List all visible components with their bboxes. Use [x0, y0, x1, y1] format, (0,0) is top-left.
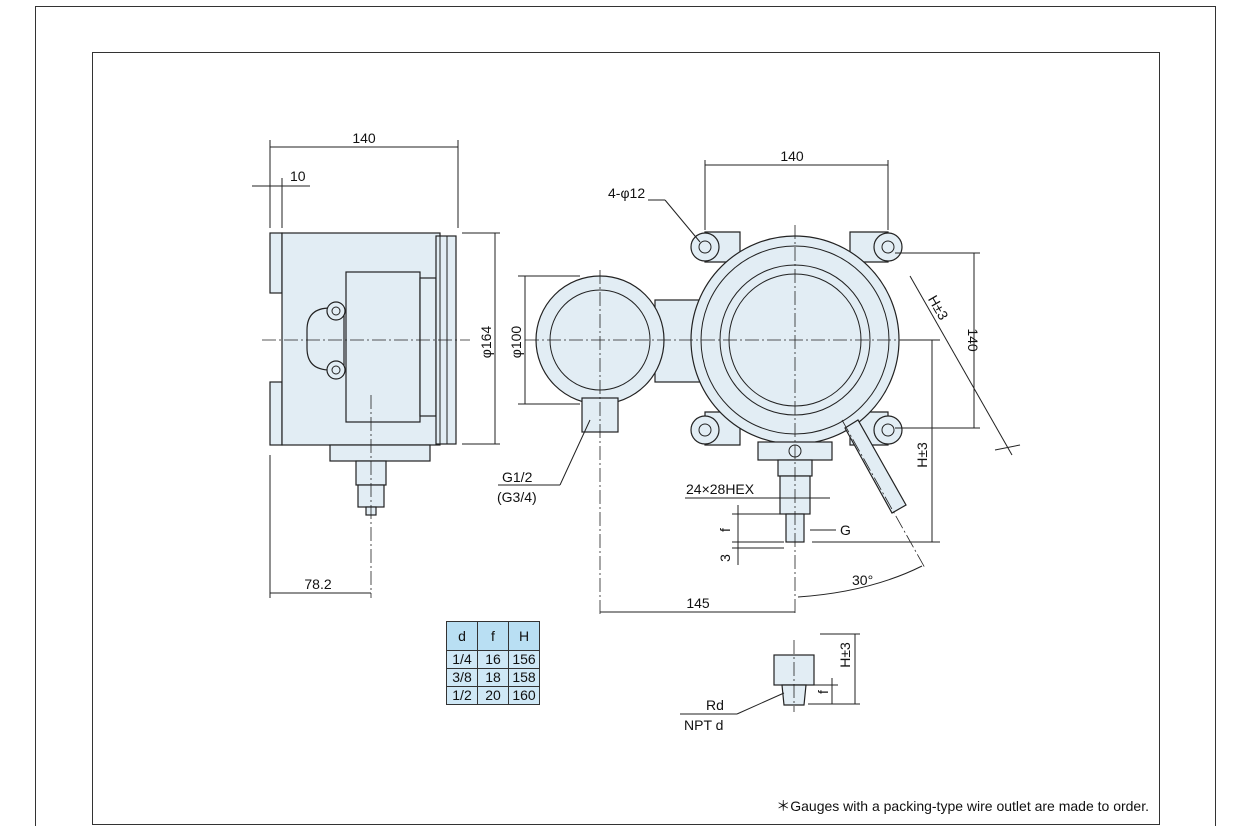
dim-conduit-thread-alt: (G3/4)	[497, 489, 537, 505]
dim-front-width: 140	[780, 148, 804, 164]
table-row: 1/2 20 160	[446, 686, 540, 705]
side-socket	[329, 444, 431, 462]
table-header-row: d f H	[446, 621, 540, 651]
dim-f: f	[717, 528, 733, 532]
table-row: 1/4 16 156	[446, 650, 540, 669]
table-cell: 18	[477, 668, 509, 687]
mount-hole-br	[873, 415, 903, 445]
dim-side-offset: 78.2	[304, 576, 331, 592]
table-cell: 1/2	[446, 686, 478, 705]
outer-frame	[35, 6, 1216, 826]
table-header-f: f	[477, 621, 509, 651]
side-view: 140 10 φ164 78.2	[252, 130, 500, 598]
front-view: 140 4-φ12 140 φ100 G1/2 (G3/4) 24×28HEX …	[497, 148, 1021, 614]
thread-detail: H±3 f Rd NPT d	[680, 633, 860, 733]
dim-side-width: 140	[352, 130, 376, 146]
footnote: ＊Gauges with a packing-type wire outlet …	[776, 798, 1149, 814]
side-flange-top	[269, 232, 283, 294]
table-cell: 156	[508, 650, 540, 669]
side-bolt-bottom	[326, 360, 346, 380]
dim-box-diameter: φ100	[508, 326, 524, 359]
dim-angle: 30°	[852, 572, 873, 588]
table-header-h: H	[508, 621, 540, 651]
dim-h-diagonal: H±3	[925, 292, 952, 322]
mount-hole-tl	[690, 232, 720, 262]
side-flange-bottom	[269, 381, 283, 446]
detail-dim-h: H±3	[837, 642, 853, 668]
mount-hole-bl	[690, 415, 720, 445]
mount-hole-tr	[873, 232, 903, 262]
table-cell: 158	[508, 668, 540, 687]
table-header-d: d	[446, 621, 478, 651]
drawing-frame	[92, 52, 1160, 825]
side-bolt-top	[326, 301, 346, 321]
table-row: 3/8 18 158	[446, 668, 540, 687]
table-cell: 1/4	[446, 650, 478, 669]
dim-front-height: 140	[965, 328, 981, 352]
dim-conduit-thread: G1/2	[502, 469, 533, 485]
dim-side-diameter: φ164	[478, 326, 494, 359]
dim-hex: 24×28HEX	[686, 481, 755, 497]
dim-mount-holes: 4-φ12	[608, 185, 645, 201]
detail-thread-r: Rd	[706, 697, 724, 713]
table-cell: 20	[477, 686, 509, 705]
side-box-cap	[419, 277, 437, 417]
dimension-table: d f H 1/4 16 156 3/8 18 158 1/2 20 160	[446, 621, 540, 705]
detail-dim-f: f	[815, 690, 831, 694]
dim-side-flange: 10	[290, 168, 306, 184]
dim-offset-145: 145	[686, 595, 710, 611]
dim-three: 3	[717, 554, 733, 562]
angle-arc	[797, 565, 923, 598]
side-terminal-box	[345, 271, 421, 423]
detail-thread-npt: NPT d	[684, 717, 723, 733]
table-cell: 3/8	[446, 668, 478, 687]
table-cell: 16	[477, 650, 509, 669]
table-cell: 160	[508, 686, 540, 705]
wire-outlet-packing	[844, 419, 907, 514]
dim-g: G	[840, 522, 851, 538]
dim-h-vertical: H±3	[914, 442, 930, 468]
